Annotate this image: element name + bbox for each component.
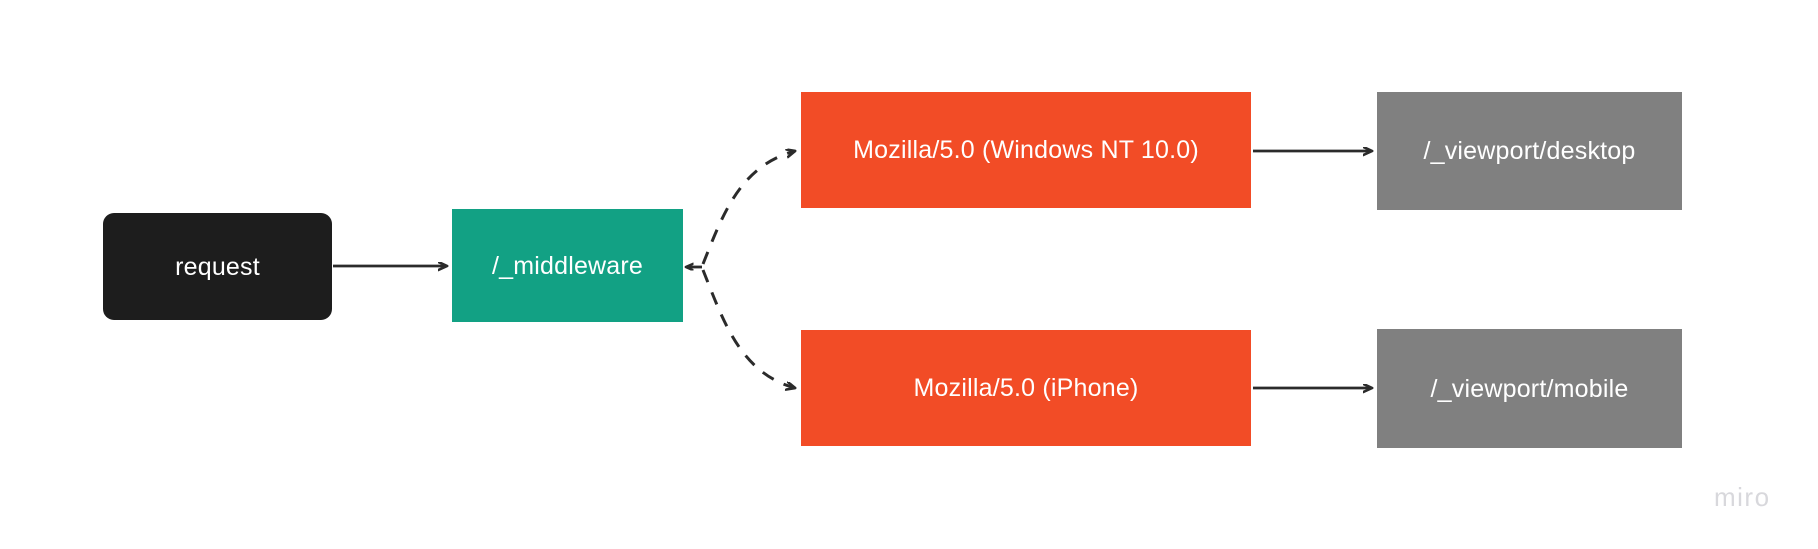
node-viewport-mobile[interactable]: /_viewport/mobile [1377, 329, 1682, 448]
node-viewport-desktop[interactable]: /_viewport/desktop [1377, 92, 1682, 210]
node-viewport-mobile-label: /_viewport/mobile [1430, 374, 1629, 403]
node-viewport-desktop-label: /_viewport/desktop [1423, 137, 1636, 165]
node-request-label: request [175, 252, 260, 281]
miro-watermark: miro [1714, 482, 1771, 512]
edge-middleware-to-ua-mobile [701, 269, 795, 388]
node-middleware-label: /_middleware [491, 251, 644, 280]
edge-middleware-to-ua-desktop [701, 151, 795, 265]
node-user-agent-mobile[interactable]: Mozilla/5.0 (iPhone) [801, 330, 1251, 446]
node-request[interactable]: request [103, 213, 332, 320]
node-middleware[interactable]: /_middleware [452, 209, 683, 322]
node-user-agent-desktop-label: Mozilla/5.0 (Windows NT 10.0) [853, 136, 1199, 164]
node-user-agent-mobile-label: Mozilla/5.0 (iPhone) [913, 374, 1139, 402]
node-user-agent-desktop[interactable]: Mozilla/5.0 (Windows NT 10.0) [801, 92, 1251, 208]
